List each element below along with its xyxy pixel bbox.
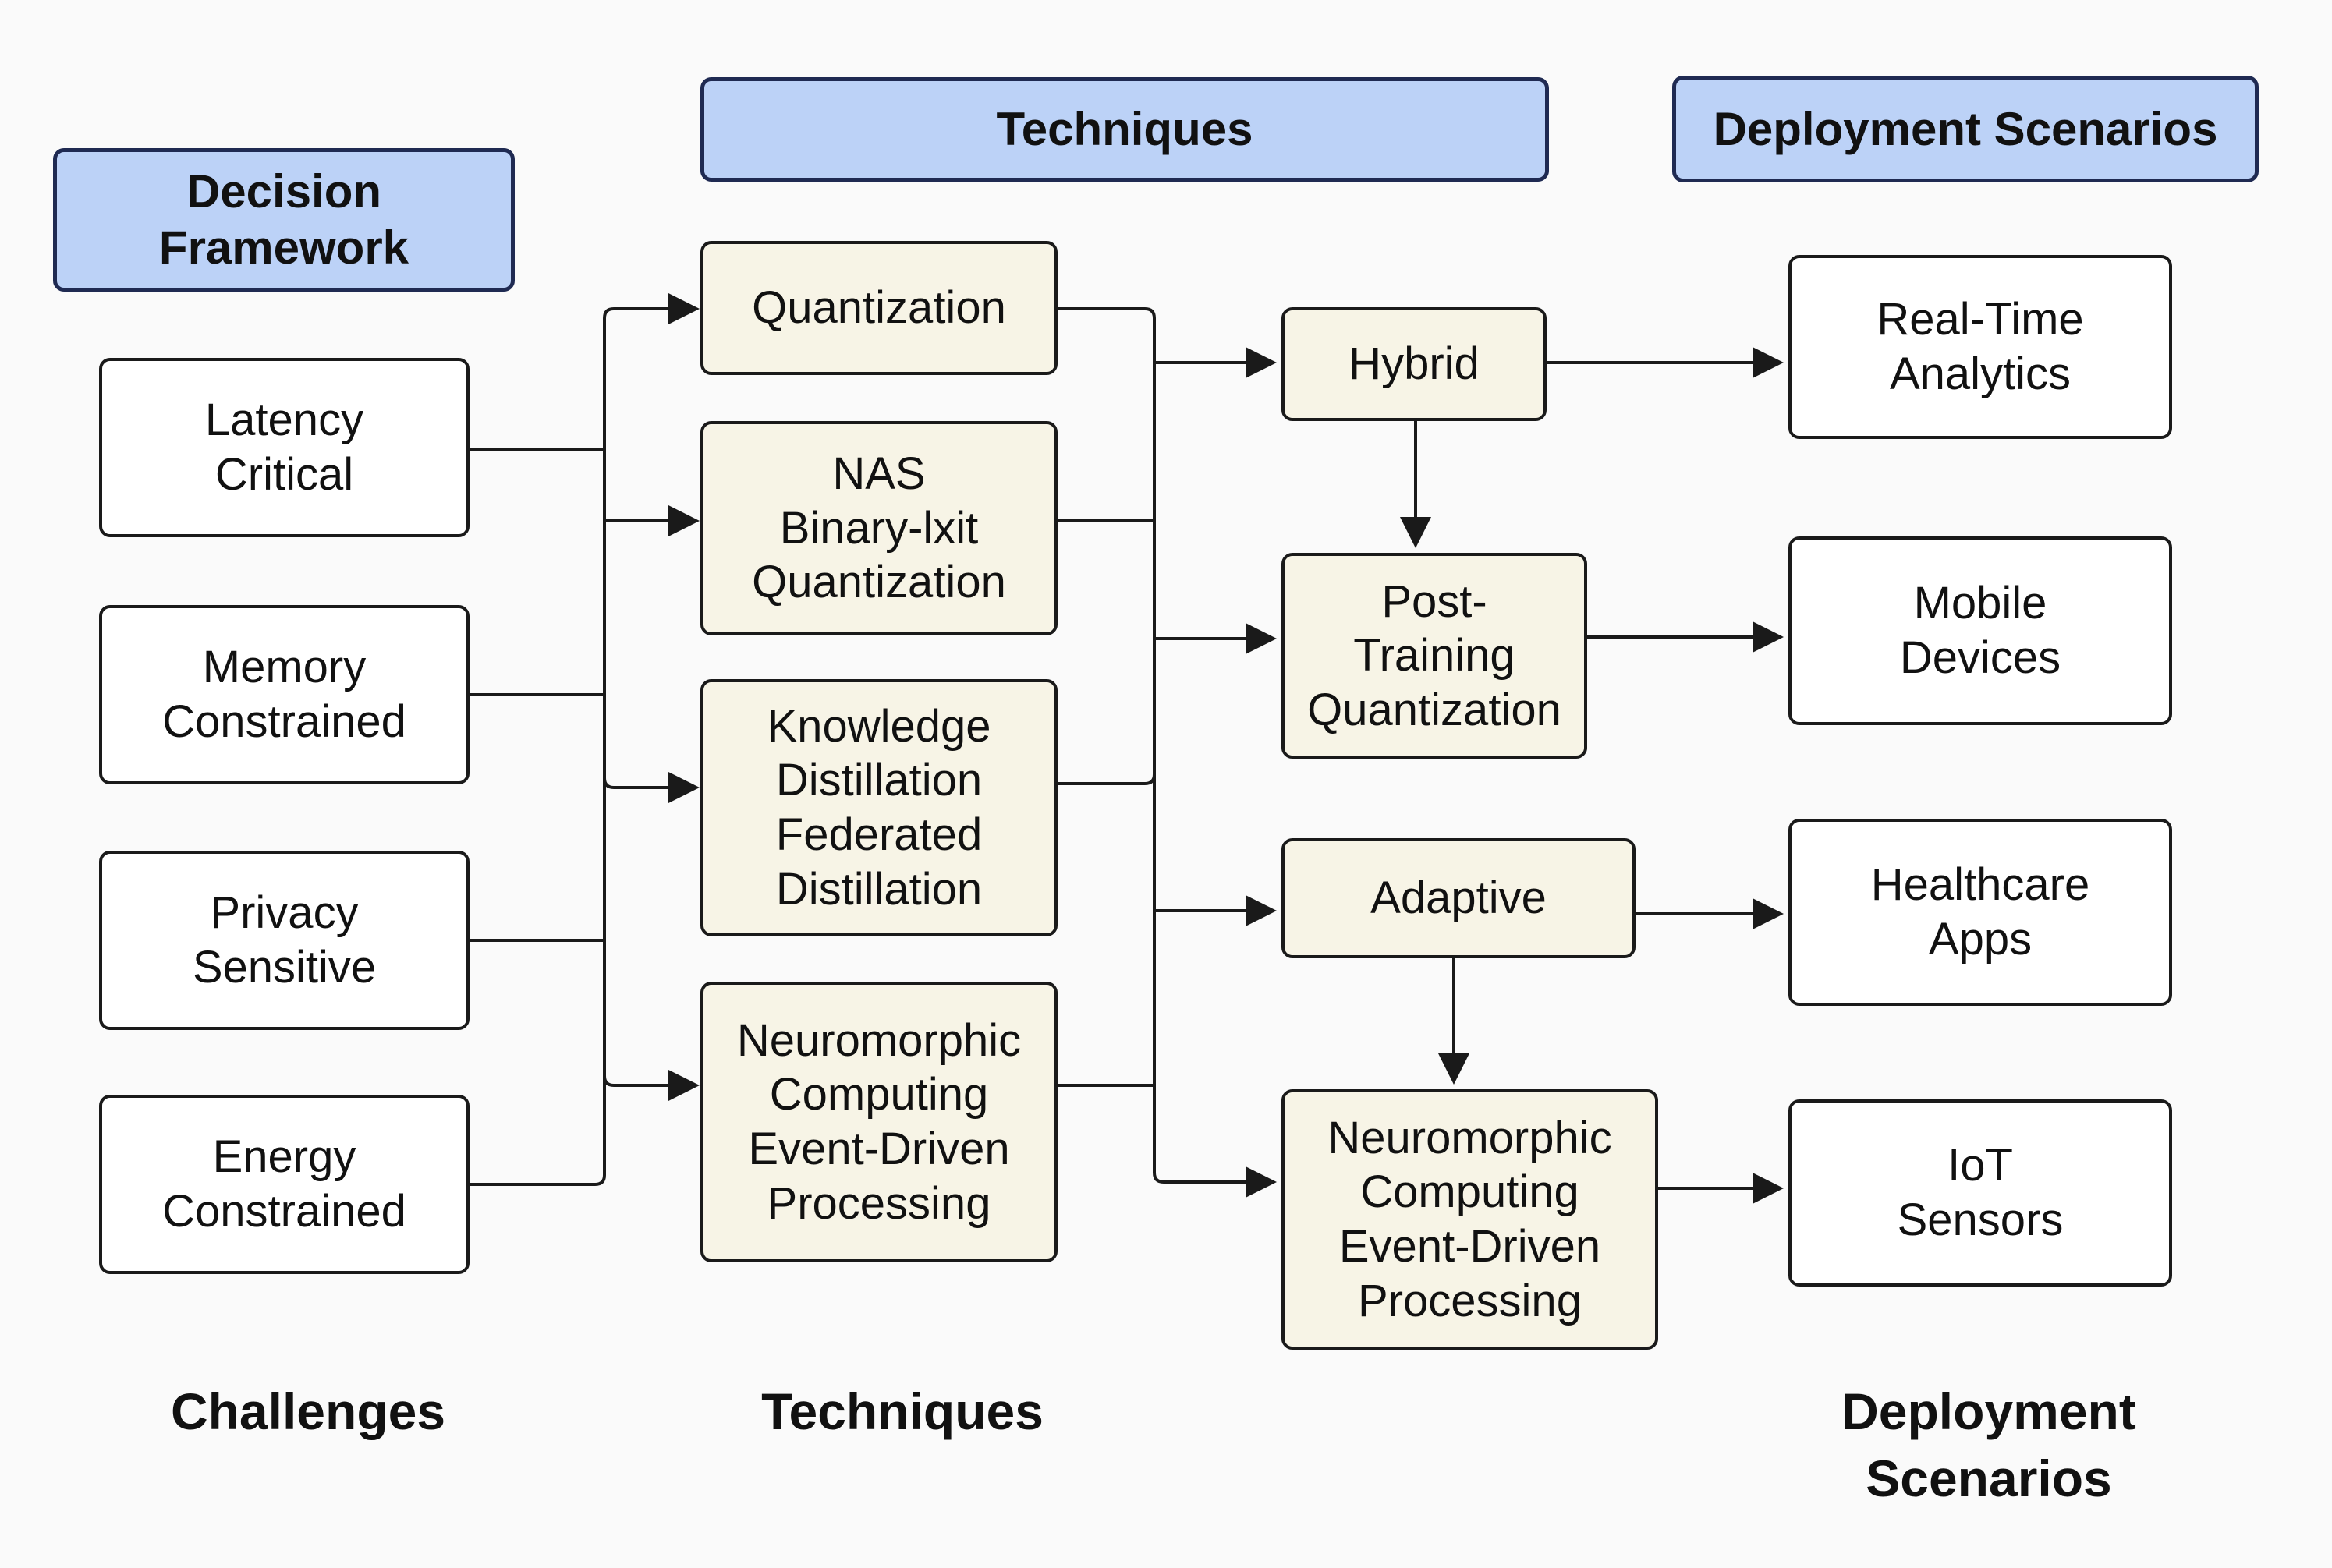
node-line: Distillation	[775, 755, 983, 806]
challenge-memory: Memory Constrained	[99, 605, 470, 784]
node-line: Sensors	[1897, 1195, 2064, 1245]
edge-distillation-to-bus	[1058, 773, 1156, 785]
node-line: Post-	[1381, 575, 1487, 627]
node-line: Quantization	[752, 557, 1006, 608]
node-line: Healthcare	[1870, 859, 2090, 911]
scenario-healthcare-apps: Healthcare Apps	[1788, 819, 2172, 1006]
node-line: Critical	[214, 449, 354, 500]
node-line: IoT	[1947, 1140, 2013, 1191]
caption-line: Deployment	[1841, 1382, 2136, 1440]
challenge-latency: Latency Critical	[99, 358, 470, 537]
node-line: Event-Driven	[1338, 1221, 1601, 1272]
node-line: Neuromorphic	[736, 1014, 1022, 1066]
scenario-mobile-devices: Mobile Devices	[1788, 536, 2172, 725]
node-line: Latency	[204, 395, 364, 446]
decision-framework-header: Decision Framework	[53, 148, 515, 292]
node-line: Energy	[212, 1131, 356, 1183]
decision-framework-line-2: Framework	[158, 221, 409, 274]
node-line: Sensitive	[192, 942, 377, 993]
node-line: Quantization	[752, 282, 1006, 334]
caption-line: Challenges	[170, 1382, 446, 1440]
decision-framework-line-1: Decision	[186, 165, 382, 218]
techniques-header: Techniques	[700, 77, 1549, 182]
caption-techniques: Techniques	[668, 1379, 1136, 1446]
bus-challenges	[603, 307, 615, 1175]
scenario-iot-sensors: IoT Sensors	[1788, 1099, 2172, 1287]
node-line: Analytics	[1889, 349, 2072, 399]
node-line: Devices	[1899, 632, 2061, 683]
caption-line: Techniques	[761, 1382, 1044, 1440]
node-line: NAS	[832, 448, 926, 500]
node-line: Processing	[767, 1177, 991, 1229]
node-line: Federated	[775, 809, 983, 860]
bus-techniques	[1153, 318, 1164, 1184]
node-line: Constrained	[162, 1186, 406, 1237]
deployment-scenarios-header-label: Deployment Scenarios	[1713, 102, 2218, 155]
node-line: Adaptive	[1370, 872, 1547, 924]
technique-quantization: Quantization	[700, 241, 1058, 375]
node-line: Quantization	[1307, 684, 1561, 735]
caption-line: Scenarios	[1866, 1449, 2112, 1507]
node-line: Neuromorphic	[1327, 1112, 1612, 1163]
method-hybrid: Hybrid	[1281, 307, 1547, 421]
method-adaptive: Adaptive	[1281, 838, 1636, 958]
node-line: Computing	[1360, 1166, 1579, 1218]
challenge-privacy: Privacy Sensitive	[99, 851, 470, 1030]
technique-nas: NAS Binary-lxit Quantization	[700, 421, 1058, 635]
challenge-energy: Energy Constrained	[99, 1095, 470, 1274]
node-line: Distillation	[775, 863, 983, 915]
method-post-training-quantization: Post- Training Quantization	[1281, 553, 1587, 759]
technique-distillation: Knowledge Distillation Federated Distill…	[700, 679, 1058, 936]
technique-neuromorphic: Neuromorphic Computing Event-Driven Proc…	[700, 982, 1058, 1262]
edge-bus-to-distillation	[603, 772, 700, 803]
node-line: Processing	[1358, 1275, 1582, 1326]
node-line: Knowledge	[767, 700, 991, 752]
node-line: Binary-lxit	[779, 502, 979, 554]
scenario-realtime-analytics: Real-Time Analytics	[1788, 255, 2172, 439]
node-line: Real-Time	[1877, 294, 2084, 345]
node-line: Privacy	[210, 887, 359, 939]
node-line: Event-Driven	[748, 1124, 1010, 1174]
node-line: Memory	[202, 642, 367, 693]
caption-deployment-scenarios: Deployment Scenarios	[1739, 1379, 2238, 1513]
node-line: Computing	[769, 1069, 989, 1120]
node-line: Apps	[1928, 914, 2033, 965]
edge-quantization-to-bus	[1058, 307, 1156, 319]
node-line: Hybrid	[1349, 338, 1480, 390]
node-line: Constrained	[162, 696, 406, 747]
node-line: Training	[1353, 630, 1515, 681]
edge-energy-to-bus	[470, 1174, 606, 1186]
method-neuromorphic: Neuromorphic Computing Event-Driven Proc…	[1281, 1089, 1658, 1350]
edge-bus-to-neuromorphic-tech	[603, 1070, 700, 1101]
node-line: Mobile	[1913, 578, 2047, 629]
techniques-header-label: Techniques	[996, 103, 1253, 155]
deployment-scenarios-header: Deployment Scenarios	[1672, 76, 2259, 182]
caption-challenges: Challenges	[74, 1379, 542, 1446]
